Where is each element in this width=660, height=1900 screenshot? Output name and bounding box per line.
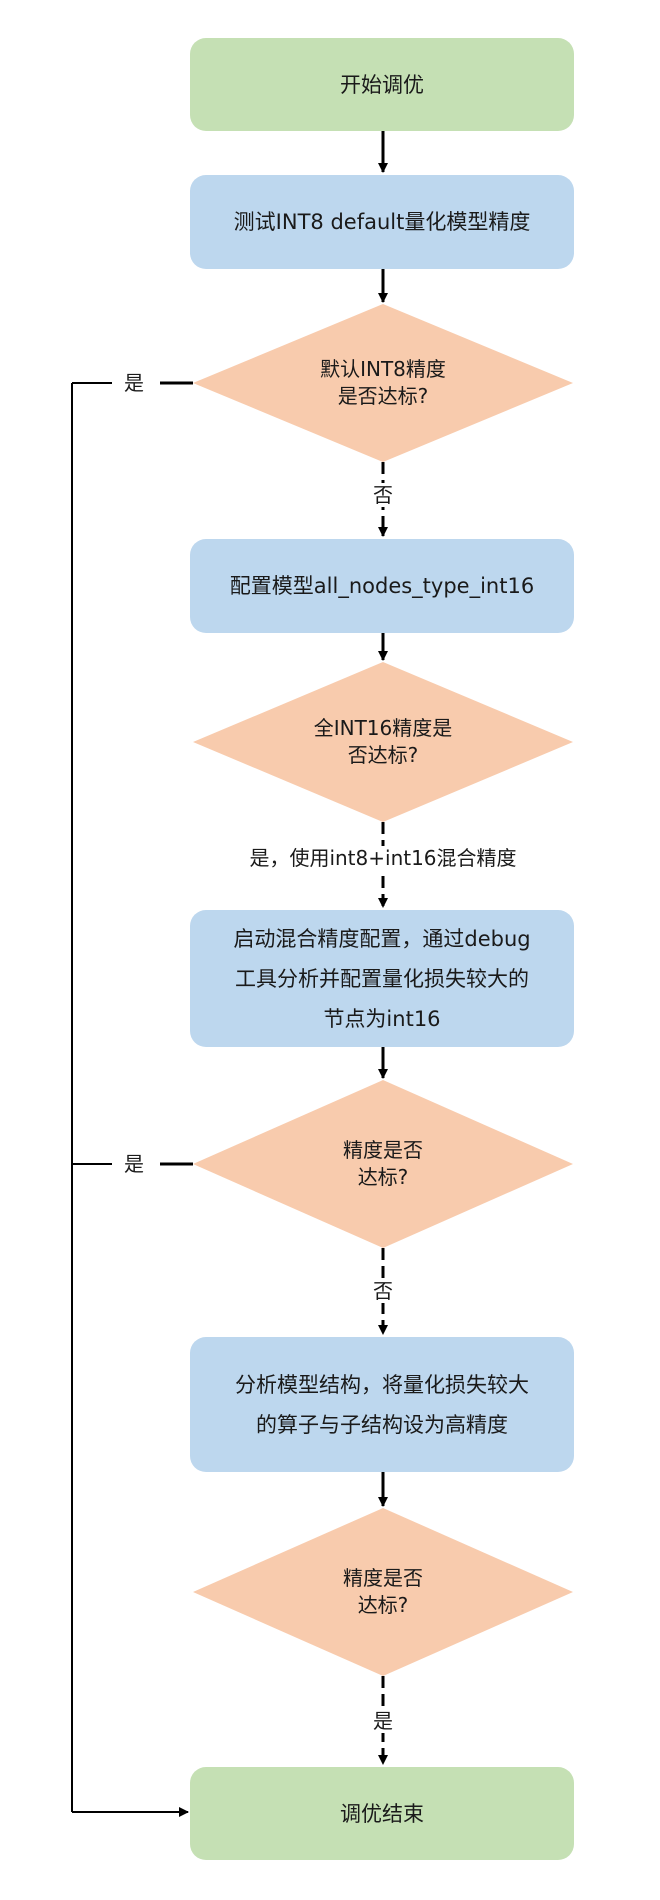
- decision-int16-shape: [193, 662, 573, 822]
- edge-label-mixed-yes: 是: [120, 1152, 148, 1176]
- analyze-structure-line-1: 分析模型结构，将量化损失较大: [235, 1372, 529, 1397]
- decision-mixed-shape: [193, 1080, 573, 1248]
- analyze-structure-node: 分析模型结构，将量化损失较大 的算子与子结构设为高精度: [190, 1337, 574, 1472]
- edge-label-mixed-no: 否: [371, 1279, 395, 1303]
- analyze-structure-line-2: 的算子与子结构设为高精度: [256, 1412, 508, 1437]
- test-int8-node: 测试INT8 default量化模型精度: [190, 175, 574, 269]
- config-int16-label: 配置模型all_nodes_type_int16: [229, 574, 535, 598]
- decision-int8-label: 默认INT8精度 是否达标?: [320, 357, 446, 408]
- edge-label-int8-no: 否: [371, 483, 395, 507]
- edge-label-int8-yes: 是: [120, 371, 148, 395]
- end-label: 调优结束: [340, 1801, 424, 1826]
- end-node: 调优结束: [190, 1767, 574, 1860]
- config-int16-node: 配置模型all_nodes_type_int16: [190, 539, 574, 633]
- mixed-precision-node: 启动混合精度配置，通过debug 工具分析并配置量化损失较大的 节点为int16: [190, 910, 574, 1047]
- decision-int16-label: 全INT16精度是 否达标?: [313, 716, 453, 767]
- decision-final-shape: [193, 1508, 573, 1676]
- test-int8-label: 测试INT8 default量化模型精度: [233, 210, 531, 234]
- decision-final-label: 精度是否 达标?: [343, 1566, 423, 1617]
- decision-mixed-label: 精度是否 达标?: [343, 1138, 423, 1189]
- start-node: 开始调优: [190, 38, 574, 131]
- edge-label-int16-yes: 是，使用int8+int16混合精度: [225, 846, 541, 870]
- mixed-precision-line-3: 节点为int16: [323, 1006, 441, 1031]
- mixed-precision-line-1: 启动混合精度配置，通过debug: [233, 926, 531, 951]
- edge-label-final-yes: 是: [371, 1709, 395, 1733]
- decision-int8-shape: [193, 304, 573, 462]
- mixed-precision-line-2: 工具分析并配置量化损失较大的: [235, 966, 529, 991]
- start-label: 开始调优: [340, 72, 424, 97]
